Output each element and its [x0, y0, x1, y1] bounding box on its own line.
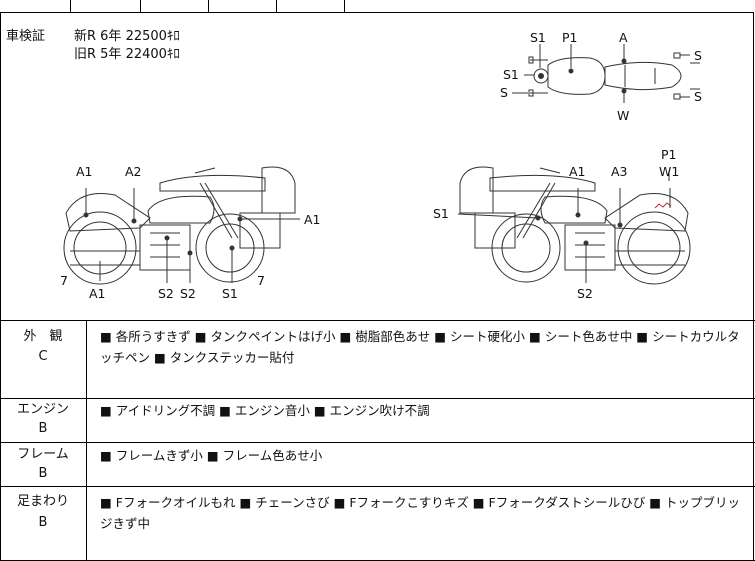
section-label: フレーム — [17, 447, 69, 462]
top-view-leaders — [512, 44, 690, 103]
header-divider — [140, 0, 141, 12]
diagram-label: P1 — [661, 147, 677, 162]
header-divider — [208, 0, 209, 12]
section-divider — [0, 486, 755, 487]
left-side-leaders — [83, 188, 300, 283]
section-notes: ■ Fフォークオイルもれ ■ チェーンさび ■ Fフォークこすりキズ ■ Fフォ… — [100, 495, 741, 531]
top-view-labels: S1 P1 A S1 S S S W — [500, 30, 702, 123]
left-side-labels: A1 A2 A1 7 A1 S2 S2 S1 7 — [60, 164, 321, 301]
section-label: エンジン — [16, 402, 69, 417]
section-divider — [0, 398, 755, 399]
diagram-label: 7 — [257, 273, 265, 288]
diagram-label: S1 — [222, 286, 238, 301]
diagram-label: S2 — [180, 286, 196, 301]
header-divider — [70, 0, 71, 12]
diagram-label: A3 — [611, 164, 628, 179]
section-grade: B — [38, 466, 48, 481]
diagram-label: S1 — [503, 67, 519, 82]
registration-old: 旧R 5年 22400ｷﾛ — [74, 47, 180, 62]
diagram-label: 7 — [60, 273, 68, 288]
diagram-label: S — [694, 48, 702, 63]
right-side-motorcycle — [459, 166, 691, 285]
sheet-frame — [0, 12, 754, 560]
registration-new: 新R 6年 22500ｷﾛ — [74, 29, 180, 44]
section-notes: ■ 各所うすきず ■ タンクペイントはげ小 ■ 樹脂部色あせ ■ シート硬化小 … — [100, 329, 740, 365]
label-column-divider — [86, 320, 87, 560]
section-divider — [0, 320, 755, 321]
diagram-label: W — [617, 108, 629, 123]
diagram-label: S1 — [530, 30, 546, 45]
diagram-label: S2 — [158, 286, 174, 301]
section-notes: ■ フレームきず小 ■ フレーム色あせ小 — [100, 448, 323, 463]
header-strip — [0, 0, 754, 13]
section-notes: ■ アイドリング不調 ■ エンジン音小 ■ エンジン吹け不調 — [100, 403, 430, 418]
right-side-labels: P1 A1 A3 W1 S1 S2 — [433, 147, 679, 301]
right-side-leaders — [457, 171, 671, 283]
diagram-label: S — [694, 89, 702, 104]
section-label: 外 観 — [23, 329, 63, 344]
section-grade: B — [38, 421, 48, 436]
left-side-motorcycle — [63, 166, 296, 285]
section-grade: C — [38, 349, 48, 364]
diagram-label: A — [619, 30, 628, 45]
damage-diagram: S1 P1 A S1 S S S W — [60, 30, 702, 301]
diagram-label: A1 — [304, 212, 321, 227]
top-view-motorcycle — [528, 52, 700, 100]
header-divider — [276, 0, 277, 12]
diagram-label: W1 — [659, 164, 679, 179]
section-label: 足まわり — [16, 494, 69, 509]
section-grade: B — [38, 515, 48, 530]
diagram-label: A1 — [569, 164, 586, 179]
diagram-label: S1 — [433, 206, 449, 221]
diagram-label: S — [500, 85, 508, 100]
diagram-label: S2 — [577, 286, 593, 301]
section-divider — [0, 442, 755, 443]
diagram-label: P1 — [562, 30, 578, 45]
registration-label: 車検証 — [6, 29, 46, 44]
diagram-label: A2 — [125, 164, 142, 179]
diagram-label: A1 — [76, 164, 93, 179]
header-divider — [344, 0, 345, 12]
diagram-label: A1 — [89, 286, 106, 301]
